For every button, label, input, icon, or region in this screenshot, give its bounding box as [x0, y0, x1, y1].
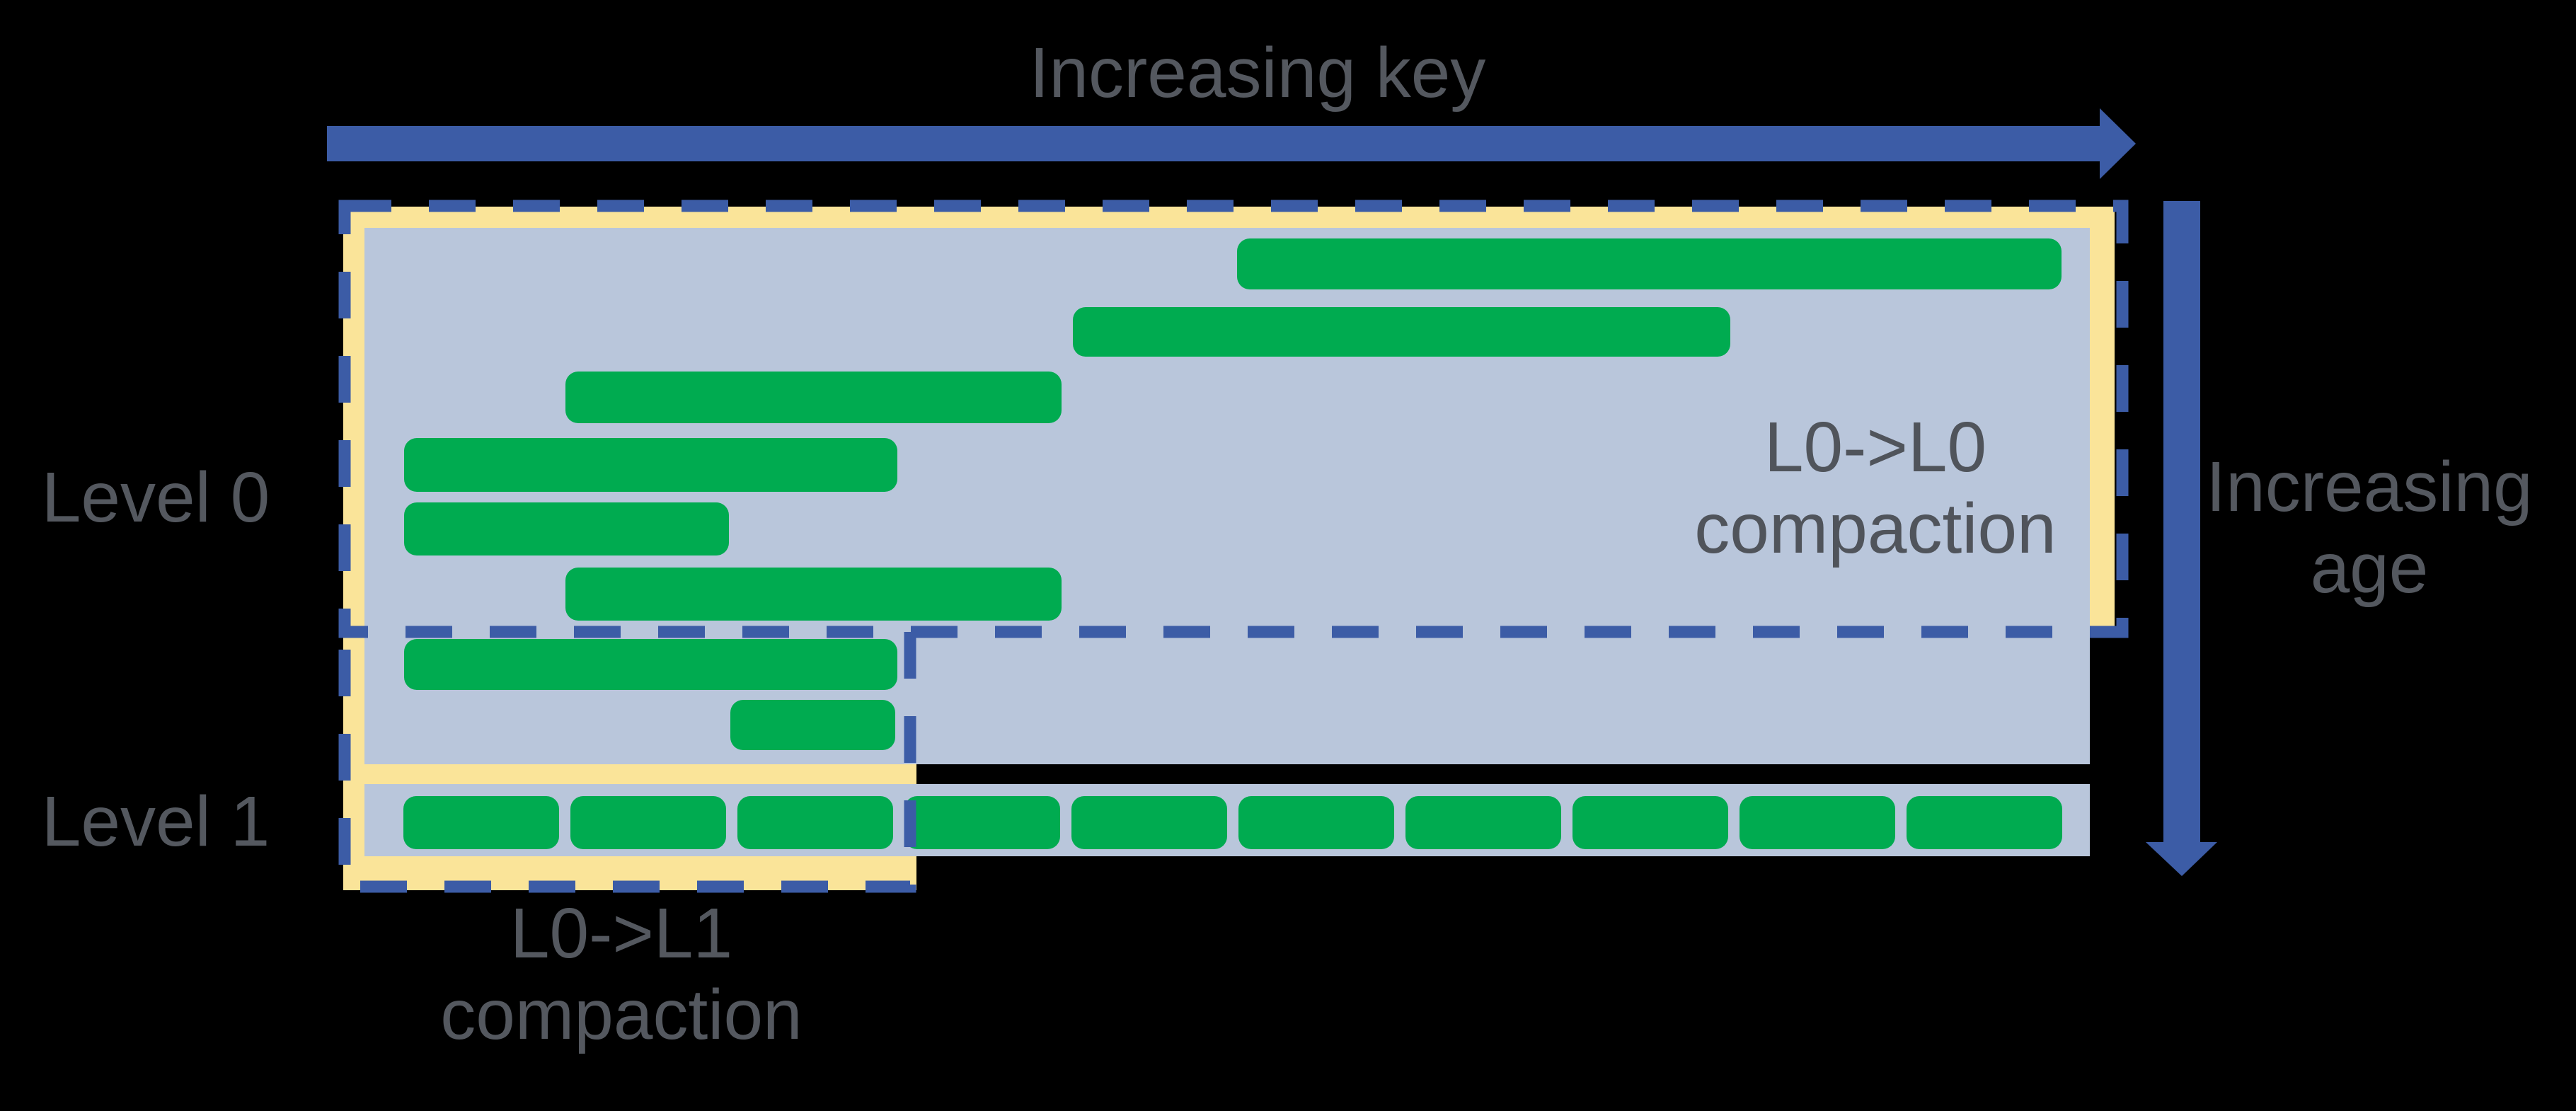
- level0-label: Level 0: [42, 458, 270, 537]
- level0-sstable: [565, 372, 1062, 423]
- level1-sstable: [1572, 796, 1728, 849]
- level0-sstable: [404, 639, 897, 690]
- increasing-age-arrow-shaft: [2163, 201, 2200, 842]
- level1-sstable: [1740, 796, 1895, 849]
- l0-l0-compaction-label-line2: compaction: [1694, 489, 2056, 568]
- increasing-age-label-line2: age: [2311, 529, 2429, 608]
- increasing-key-arrow-head: [2100, 108, 2136, 179]
- level0-sstable: [1237, 238, 2062, 289]
- l0-l1-compaction-label-line2: compaction: [440, 975, 802, 1054]
- level0-sstable: [404, 502, 729, 556]
- increasing-key-arrow-shaft: [327, 126, 2100, 161]
- level0-sstable: [404, 438, 897, 492]
- level0-sstables: [404, 238, 2062, 750]
- increasing-age-label-line1: Increasing: [2206, 447, 2532, 526]
- level1-sstable: [570, 796, 726, 849]
- level1-sstable: [1238, 796, 1394, 849]
- increasing-age-arrow-head: [2146, 842, 2217, 876]
- l0-l0-compaction-label-line1: L0->L0: [1764, 408, 1986, 487]
- level1-sstable: [1907, 796, 2062, 849]
- level1-label: Level 1: [42, 782, 270, 861]
- l0-l0-compaction-border: [338, 200, 2129, 638]
- level0-sstable: [1073, 307, 1730, 357]
- l0-l1-compaction-label-line1: L0->L1: [510, 894, 732, 973]
- level1-sstable: [737, 796, 893, 849]
- level1-sstables: [403, 796, 2062, 849]
- increasing-key-label: Increasing key: [1030, 33, 1486, 113]
- level1-sstable: [403, 796, 559, 849]
- increasing-key-arrow: [327, 108, 2136, 179]
- level1-sstable: [904, 796, 1060, 849]
- level1-sstable: [1405, 796, 1561, 849]
- level0-sstable: [565, 568, 1062, 621]
- level0-sstable: [730, 700, 895, 750]
- increasing-age-arrow: [2146, 201, 2217, 876]
- l0-l1-compaction-border: [338, 632, 916, 893]
- level1-sstable: [1071, 796, 1227, 849]
